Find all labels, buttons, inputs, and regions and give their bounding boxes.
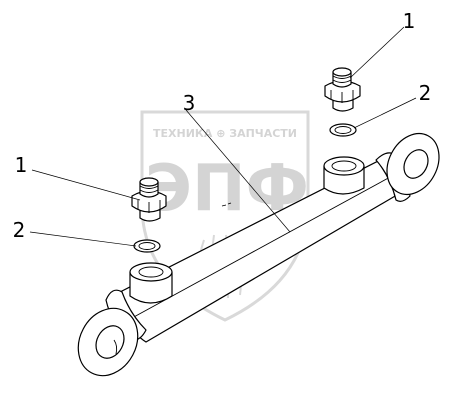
callout-fitting-upper: 1 bbox=[403, 9, 416, 33]
lower-fitting-top bbox=[139, 177, 159, 187]
upper-port-boss-top bbox=[323, 156, 365, 176]
lower-port-boss bbox=[129, 262, 173, 304]
upper-port-boss bbox=[323, 156, 365, 195]
lower-fitting-thread-lines bbox=[139, 185, 159, 193]
upper-washer-inner bbox=[334, 126, 352, 134]
leader-washer-upper bbox=[353, 97, 417, 129]
upper-fitting-top bbox=[332, 67, 352, 77]
lower-washer-outer bbox=[133, 239, 161, 253]
cylinder-tube-highlight bbox=[131, 175, 393, 319]
leader-washer-lower bbox=[29, 231, 137, 247]
callout-washer-lower: 2 bbox=[13, 218, 26, 242]
callout-fitting-lower: 1 bbox=[15, 153, 28, 177]
lower-port-boss-bore bbox=[138, 266, 164, 278]
lower-washer bbox=[133, 239, 161, 253]
tube-mark bbox=[221, 202, 232, 207]
lower-fitting bbox=[131, 177, 167, 222]
cylinder-body bbox=[77, 132, 440, 377]
upper-fitting bbox=[324, 67, 361, 112]
watermark-top-text: ТЕХНИКА ⊕ ЗАПЧАСТИ bbox=[153, 127, 297, 140]
lower-fitting-lower-thread bbox=[139, 209, 161, 222]
leader-lines bbox=[29, 26, 417, 247]
leader-fitting-lower bbox=[31, 169, 141, 201]
right-clevis-hole bbox=[403, 149, 429, 179]
callouts: 1 2 3 1 2 bbox=[13, 9, 432, 242]
upper-fitting-hex-faces bbox=[330, 90, 354, 103]
upper-fitting-thread-lines bbox=[332, 75, 352, 83]
callout-cylinder: 3 bbox=[183, 91, 196, 115]
lower-port-boss-top bbox=[129, 262, 173, 282]
upper-washer-outer bbox=[329, 123, 357, 137]
lower-washer-inner bbox=[138, 242, 156, 250]
callout-washer-upper: 2 bbox=[419, 81, 432, 105]
upper-washer bbox=[329, 123, 357, 137]
left-clevis-hole-inner bbox=[113, 339, 118, 355]
upper-fitting-lower-thread bbox=[332, 99, 354, 112]
leader-fitting-upper bbox=[349, 26, 405, 79]
upper-port-boss-bore bbox=[331, 160, 357, 172]
lower-fitting-hex-faces bbox=[137, 200, 161, 213]
leader-cylinder bbox=[185, 109, 291, 233]
